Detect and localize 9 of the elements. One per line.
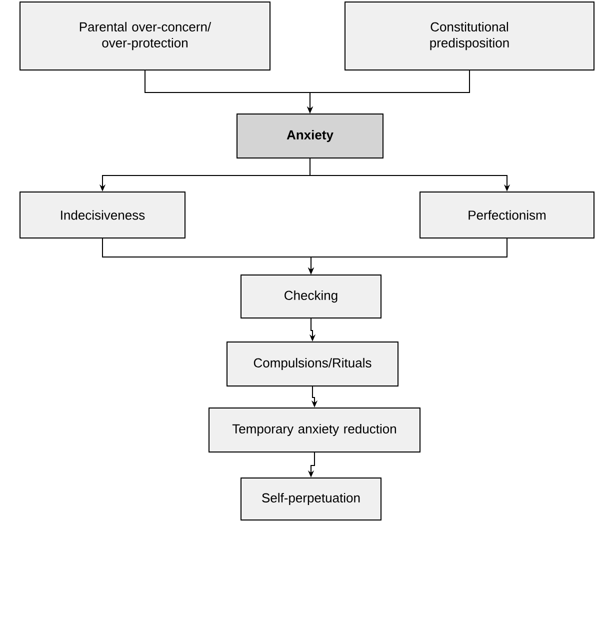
process-box: Anxiety: [236, 114, 384, 158]
process-box: Self-perpetuation: [240, 478, 382, 520]
process-box: Temporary anxiety reduction: [208, 408, 420, 452]
process-box: Indecisiveness: [20, 192, 186, 238]
process-box: Checking: [240, 274, 382, 318]
process-box: Perfectionism: [420, 192, 594, 238]
process-box: Compulsions/Rituals: [226, 342, 398, 386]
process-box: Constitutional predisposition: [344, 2, 594, 70]
process-box: Parental over-concern/ over-protection: [20, 2, 270, 70]
